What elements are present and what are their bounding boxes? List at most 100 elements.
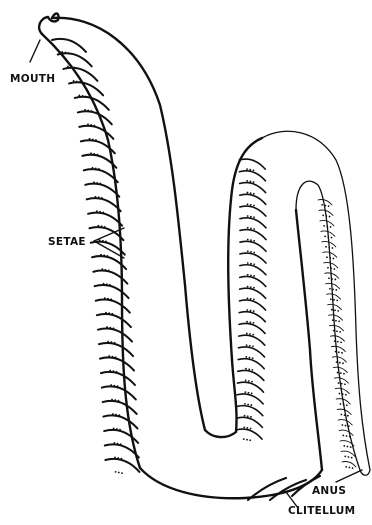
seta-dot <box>247 203 249 205</box>
seta-dot <box>253 287 255 289</box>
seta-dot <box>247 192 249 194</box>
seta-dot <box>348 456 350 458</box>
seta-dot <box>340 403 342 405</box>
seta-dot <box>321 204 323 206</box>
seta-dot <box>329 216 331 218</box>
seta-dot <box>247 250 249 252</box>
seta-dot <box>250 263 252 265</box>
body-segment <box>237 382 263 392</box>
inner-bend <box>205 360 237 437</box>
seta-dot <box>253 263 255 265</box>
body-segment <box>327 294 341 299</box>
ascending-segments <box>236 159 266 441</box>
seta-dot <box>330 298 332 300</box>
seta-dot <box>252 357 254 359</box>
seta-dot <box>250 192 252 194</box>
seta-dot <box>247 227 249 229</box>
seta-dot <box>250 239 252 241</box>
seta-dot <box>246 309 248 311</box>
seta-dot <box>337 341 339 343</box>
seta-dot <box>328 205 330 207</box>
seta-dot <box>250 216 252 218</box>
body-segment <box>341 451 355 456</box>
body-segment <box>237 394 263 404</box>
seta-dot <box>334 309 336 311</box>
seta-dot <box>323 225 325 227</box>
seta-dot <box>352 467 354 469</box>
seta-dot <box>346 404 348 406</box>
seta-dot <box>243 438 245 440</box>
seta-dot <box>338 351 340 353</box>
label-clitellum: CLITELLUM <box>288 505 355 517</box>
body-segment <box>240 276 266 286</box>
body-segment <box>328 304 342 309</box>
body-segment <box>238 359 264 369</box>
body-segment <box>239 312 265 322</box>
body-segment <box>239 335 265 345</box>
seta-dot <box>251 392 253 394</box>
seta-dot <box>347 415 349 417</box>
seta-dot <box>336 330 338 332</box>
seta-dot <box>339 393 341 395</box>
seta-dot <box>324 235 326 237</box>
body-segment <box>236 417 262 427</box>
body-segment <box>238 370 264 380</box>
body-segment <box>75 97 109 110</box>
seta-dot <box>253 275 255 277</box>
seta-dot <box>250 286 252 288</box>
seta-dot <box>331 309 333 311</box>
seta-dot <box>249 345 251 347</box>
seta-dot <box>331 237 333 239</box>
seta-dot <box>339 331 341 333</box>
tail-segments <box>318 200 356 469</box>
seta-dot <box>253 252 255 254</box>
body-segment <box>98 328 132 341</box>
body-segment <box>240 230 266 240</box>
body-segment <box>103 415 137 428</box>
seta-dot <box>342 362 344 364</box>
seta-dot <box>335 289 337 291</box>
body-segment <box>88 213 122 226</box>
body-segment <box>338 420 352 425</box>
seta-dot <box>118 472 120 474</box>
body-segment <box>334 378 348 383</box>
seta-dot <box>246 168 248 170</box>
seta-dot <box>245 356 247 358</box>
seta-dot <box>336 361 338 363</box>
seta-dot <box>332 288 334 290</box>
seta-dot <box>333 258 335 260</box>
seta-dot <box>349 467 351 469</box>
seta-dot <box>344 383 346 385</box>
seta-dot <box>332 247 334 249</box>
head-tip <box>39 14 58 34</box>
seta-dot <box>248 380 250 382</box>
seta-dot <box>250 416 252 418</box>
seta-dot <box>335 351 337 353</box>
seta-dot <box>121 472 123 474</box>
body-segment <box>342 462 356 467</box>
seta-dot <box>247 286 249 288</box>
seta-dot <box>250 251 252 253</box>
seta-dot <box>250 428 252 430</box>
body-segment <box>329 315 343 320</box>
seta-dot <box>348 425 350 427</box>
seta-dot <box>252 334 254 336</box>
seta-dot <box>338 382 340 384</box>
seta-dot <box>338 320 340 322</box>
worm-body <box>39 14 370 499</box>
seta-dot <box>249 169 251 171</box>
seta-dot <box>326 226 328 228</box>
seta-dot <box>250 298 252 300</box>
seta-dot <box>333 330 335 332</box>
seta-dot <box>329 288 331 290</box>
body-segment <box>105 459 139 472</box>
seta-dot <box>246 333 248 335</box>
seta-dot <box>247 215 249 217</box>
body-segment <box>97 314 131 327</box>
seta-dot <box>344 456 346 458</box>
seta-dot <box>115 471 117 473</box>
body-segment <box>238 347 264 357</box>
seta-dot <box>331 278 333 280</box>
body-segment <box>78 111 112 124</box>
body-segment <box>240 265 266 275</box>
